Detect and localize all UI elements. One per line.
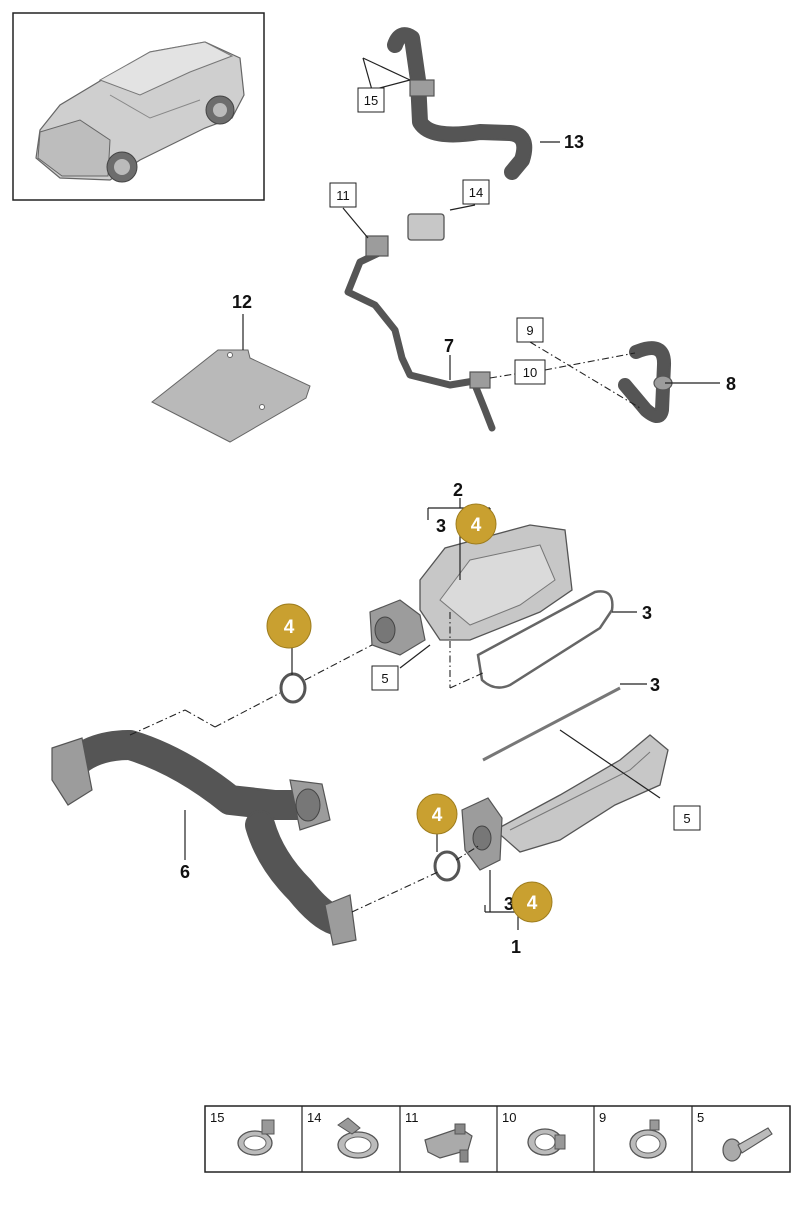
callout-7[interactable]: 7 [444,336,454,356]
badge-4-bottom[interactable]: 4 [511,881,553,923]
svg-text:5: 5 [683,811,690,826]
intake-housing-2 [369,524,573,656]
badge-4-left[interactable]: 4 [266,603,312,649]
gasket-3 [476,590,621,762]
svg-text:14: 14 [307,1110,321,1125]
svg-text:15: 15 [210,1110,224,1125]
badge-4-top[interactable]: 4 [455,503,497,545]
ring-clamp-icon [629,1119,667,1159]
parts-strip-cell-15[interactable]: 15 [210,1110,275,1156]
callout-11[interactable]: 11 [329,182,357,208]
svg-text:14: 14 [469,185,483,200]
bracket-clip-icon [424,1123,473,1163]
svg-text:5: 5 [381,671,388,686]
vent-pipe-7 [344,213,496,432]
svg-text:10: 10 [523,365,537,380]
callout-13[interactable]: 13 [564,132,584,152]
intake-pipe-6 [51,730,357,946]
car-icon [35,41,245,183]
callout-3-bottom[interactable]: 3 [504,894,514,914]
svg-text:4: 4 [284,617,295,638]
callout-14[interactable]: 14 [462,179,490,205]
coolant-hose-13 [387,27,533,180]
svg-text:4: 4 [471,515,482,536]
svg-text:9: 9 [526,323,533,338]
svg-text:4: 4 [527,893,538,914]
parts-strip: 15 14 11 10 [204,1105,791,1173]
svg-text:11: 11 [336,188,350,203]
svg-text:9: 9 [599,1110,606,1125]
parts-strip-cell-5[interactable]: 5 [697,1110,773,1162]
vehicle-thumbnail [12,12,265,201]
callout-9[interactable]: 9 [516,317,544,343]
band-clamp-icon [527,1128,566,1156]
callout-8[interactable]: 8 [726,374,736,394]
svg-text:11: 11 [405,1110,419,1125]
callout-15[interactable]: 15 [357,87,385,113]
callout-12[interactable]: 12 [232,292,252,312]
callout-1[interactable]: 1 [511,937,521,957]
insulation-pad-12 [151,349,311,443]
svg-text:15: 15 [364,93,378,108]
screw-icon [722,1127,773,1162]
callout-6[interactable]: 6 [180,862,190,882]
callout-3-strip[interactable]: 3 [650,675,660,695]
parts-strip-cell-9[interactable]: 9 [599,1110,667,1159]
intake-housing-1 [461,734,669,871]
parts-strip-cell-11[interactable]: 11 [405,1110,473,1163]
callout-2[interactable]: 2 [453,480,463,500]
parts-strip-cell-14[interactable]: 14 [307,1110,379,1159]
spring-clamp-icon [337,1117,379,1159]
parts-strip-cell-10[interactable]: 10 [502,1110,566,1156]
hose-8 [618,341,673,423]
svg-text:10: 10 [502,1110,516,1125]
hose-clamp-icon [237,1119,275,1156]
callout-5-left[interactable]: 5 [371,665,399,691]
callout-10[interactable]: 10 [514,359,546,385]
callout-3-gasket[interactable]: 3 [642,603,652,623]
badge-4-middle[interactable]: 4 [416,793,458,835]
o-ring-upper [279,672,307,704]
svg-text:5: 5 [697,1110,704,1125]
o-ring-lower [433,850,461,882]
callout-3-top[interactable]: 3 [436,516,446,536]
svg-text:4: 4 [432,805,443,826]
callout-5-right[interactable]: 5 [673,805,701,831]
